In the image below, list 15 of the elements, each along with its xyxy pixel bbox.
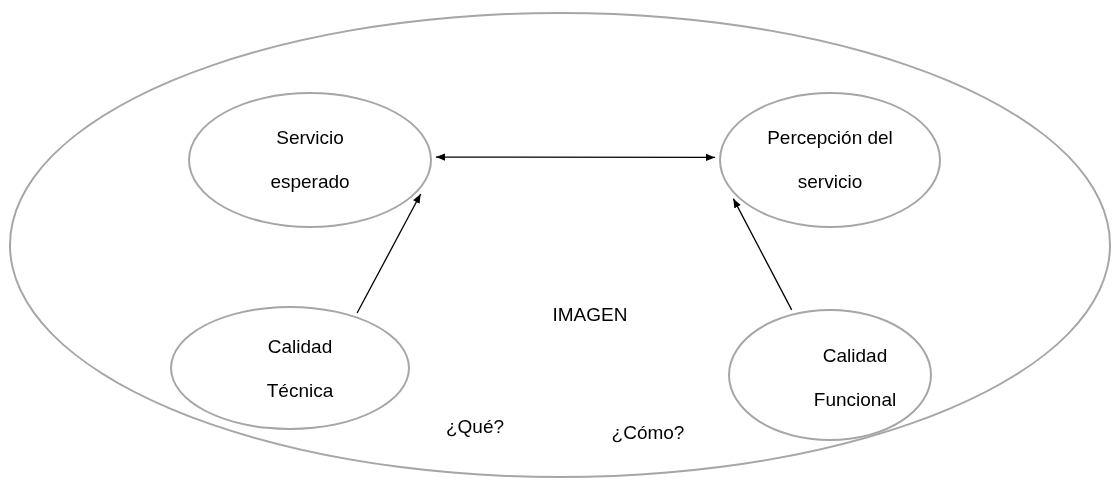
ellipse-node: [188, 92, 432, 228]
ellipse-node: [170, 306, 410, 430]
node-text: IMAGEN: [551, 303, 629, 327]
node-text: Calidad Funcional: [812, 344, 898, 412]
arrow: [435, 153, 716, 162]
ellipse-node: [728, 309, 932, 441]
arrow: [732, 198, 793, 311]
node-text: Calidad Técnica: [265, 335, 335, 403]
arrow: [356, 193, 422, 314]
ellipse-node: [719, 92, 941, 228]
node-text: Servicio esperado: [269, 126, 351, 194]
node-text: Percepción del servicio: [766, 126, 894, 194]
outer-ellipse: [9, 12, 1111, 478]
question-label: ¿Qué?: [445, 416, 505, 438]
question-label: ¿Cómo?: [611, 422, 685, 444]
